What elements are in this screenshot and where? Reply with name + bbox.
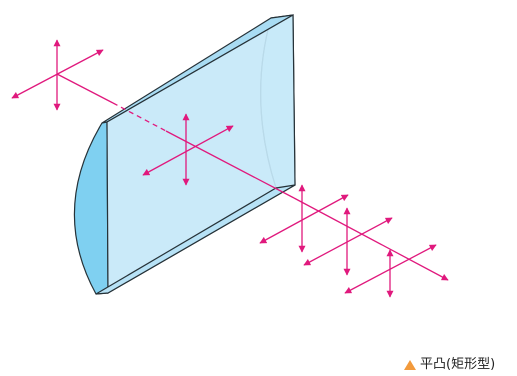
horizontal-polarization-arrow: [142, 125, 234, 176]
lens-bottom-edge: [95, 184, 296, 295]
horizontal-polarization-arrow: [303, 217, 393, 266]
polarization-arrows-in-lens: [142, 113, 234, 186]
polarization-arrows-outgoing-2: [303, 207, 393, 276]
lens-flat-face: [106, 13, 296, 295]
incoming-ray-segment: [56, 73, 114, 104]
outgoing-ray: [293, 197, 449, 281]
figure-caption: 平凸(矩形型): [404, 355, 495, 375]
caption-text: 平凸(矩形型): [420, 357, 496, 372]
triangle-icon: [404, 360, 416, 370]
horizontal-polarization-arrow: [344, 244, 437, 294]
polarization-arrows-incoming: [11, 39, 104, 111]
lens-curved-face: [73, 121, 109, 295]
polarization-arrows-outgoing-3: [344, 244, 437, 298]
horizontal-polarization-arrow: [11, 49, 104, 99]
